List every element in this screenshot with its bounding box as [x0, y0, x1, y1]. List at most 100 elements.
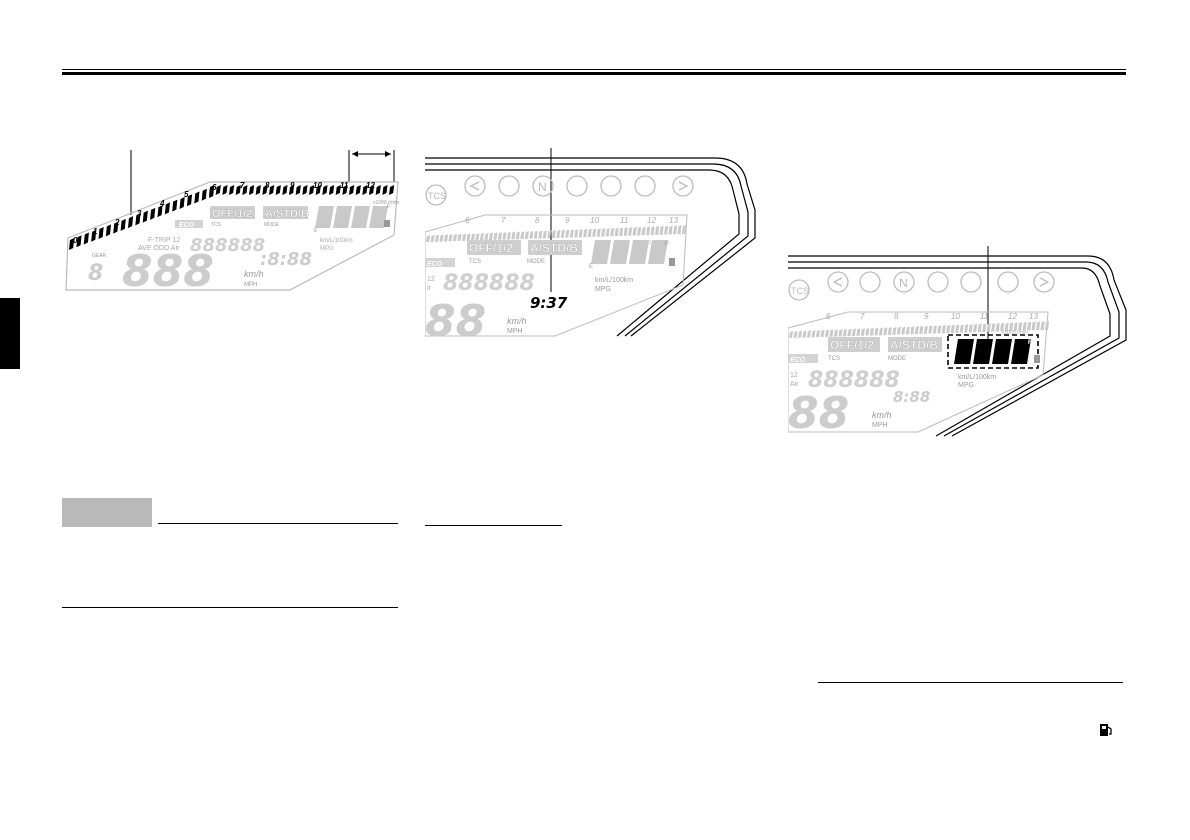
tach-numbers: 0 1 2 3 4 5 6 7 8 9 10 11 12 x1000 r/min: [73, 181, 399, 245]
tach-segment: [430, 234, 435, 242]
mode-panel: OFF/1/2 TCS A/STD/B MODE ECO: [425, 240, 582, 268]
tach-segment: [655, 226, 660, 235]
mode-panel: OFF/1/2 TCS A/STD/B MODE ECO: [175, 206, 309, 229]
tach-segment: [865, 328, 870, 336]
tach-segment: [856, 328, 861, 336]
tach-segment: [255, 185, 261, 195]
tach-segment: [955, 324, 960, 333]
tach-segment: [583, 228, 588, 238]
tach-segment: [910, 326, 915, 335]
fuel-empty-label: E: [314, 228, 318, 234]
tach-segment: [574, 229, 579, 238]
engine-check-icon: [634, 175, 656, 197]
tach-segment: [565, 229, 570, 238]
tach-segment: [556, 229, 561, 238]
tach-segment: [596, 228, 601, 237]
tach-numbers: 6 7 8 9 10 11 12 13 x1000 r/min: [826, 312, 1038, 336]
clock-time: 9:37: [530, 294, 568, 312]
tach-segment: [973, 323, 978, 333]
tach-number: 4: [159, 199, 165, 208]
tach-segment: [215, 185, 221, 195]
tach-segment: [142, 210, 148, 223]
tach-segment: [578, 229, 583, 238]
indicator-row: TCS N: [425, 175, 694, 206]
svg-text:TCS: TCS: [469, 259, 481, 265]
svg-text:x1000 r/min: x1000 r/min: [1002, 330, 1028, 336]
speed-digits: 88: [425, 296, 486, 345]
tach-segment: [650, 226, 655, 235]
tach-segment: [461, 233, 467, 241]
tach-segment: [551, 230, 556, 239]
tach-segment: [797, 330, 803, 338]
svg-text:MPG: MPG: [595, 286, 611, 293]
odometer-digits: 888888: [808, 368, 900, 393]
tach-segment: [113, 221, 119, 234]
tach-segment: [329, 185, 335, 195]
tach-segment: [209, 185, 215, 195]
tach-segment: [592, 228, 597, 237]
tach-segment: [369, 185, 375, 195]
svg-text:8: 8: [894, 312, 899, 321]
svg-text:8: 8: [535, 216, 540, 225]
tach-segment: [157, 205, 163, 218]
svg-text:x1000 r/min: x1000 r/min: [637, 240, 663, 246]
tach-segment: [83, 232, 89, 245]
tach-segment: [605, 227, 610, 237]
tach-segment: [362, 185, 368, 195]
turn-left-icon: [827, 271, 849, 293]
header-rule-thin: [62, 69, 1126, 70]
tach-segment: [1036, 321, 1041, 331]
odometer-digits: 888888: [190, 235, 265, 256]
tach-segment: [488, 232, 493, 241]
svg-text:N: N: [538, 180, 547, 194]
tach-number: 8: [265, 181, 270, 190]
tach-segment: [887, 327, 892, 335]
tach-segment: [502, 232, 507, 240]
tach-number: 10: [313, 181, 322, 190]
eco-label: ECO: [179, 222, 195, 229]
svg-text:km/L/100km: km/L/100km: [958, 374, 996, 381]
svg-text:12: 12: [647, 216, 656, 225]
tcs-indicator-label: TCS: [428, 191, 446, 201]
tach-number: 12: [366, 181, 375, 190]
svg-text:9: 9: [565, 216, 570, 225]
tach-segment: [242, 185, 248, 195]
tach-segment: [905, 326, 910, 335]
tach-segment: [547, 230, 552, 239]
tach-number: 1: [93, 227, 98, 236]
tach-segment: [664, 225, 669, 235]
clock-digits: 8:88: [893, 388, 930, 406]
fuel-pump-icon: [669, 258, 675, 266]
tach-segment: [538, 230, 543, 239]
tach-segment: [439, 234, 444, 242]
odometer-digits: 888888: [443, 271, 535, 296]
tach-segment: [201, 188, 207, 201]
tach-segment: [937, 325, 942, 334]
tach-segment: [194, 191, 200, 204]
svg-text:11: 11: [620, 216, 628, 225]
tach-segment: [506, 231, 511, 240]
tach-number: 6: [212, 183, 217, 192]
tach-segment: [382, 185, 388, 195]
clock-digits: :8:88: [260, 249, 312, 270]
tach-segment: [623, 227, 628, 236]
tach-segment: [802, 330, 807, 338]
tach-segment: [815, 329, 821, 338]
svg-text:km/h: km/h: [507, 316, 527, 326]
svg-text:A/STD/B: A/STD/B: [530, 241, 578, 255]
header-rule-thick: [62, 72, 1126, 75]
tach-segment: [98, 227, 104, 240]
svg-text:7: 7: [860, 312, 865, 321]
tach-segment: [820, 329, 825, 338]
tach-numbers: 6 7 8 9 10 11 12 13 x1000 r/min: [465, 216, 678, 246]
tach-segment: [883, 327, 888, 336]
turn-left-icon: [464, 175, 486, 197]
rpm-unit: x1000 r/min: [373, 200, 399, 206]
tach-segment: [833, 329, 839, 337]
tach-segment: [851, 328, 856, 337]
tach-segment: [229, 185, 235, 195]
svg-text:9: 9: [924, 312, 929, 321]
svg-text:OFF/1/2: OFF/1/2: [830, 338, 874, 352]
tach-segment: [1009, 322, 1014, 332]
tach-segment: [1022, 321, 1027, 331]
